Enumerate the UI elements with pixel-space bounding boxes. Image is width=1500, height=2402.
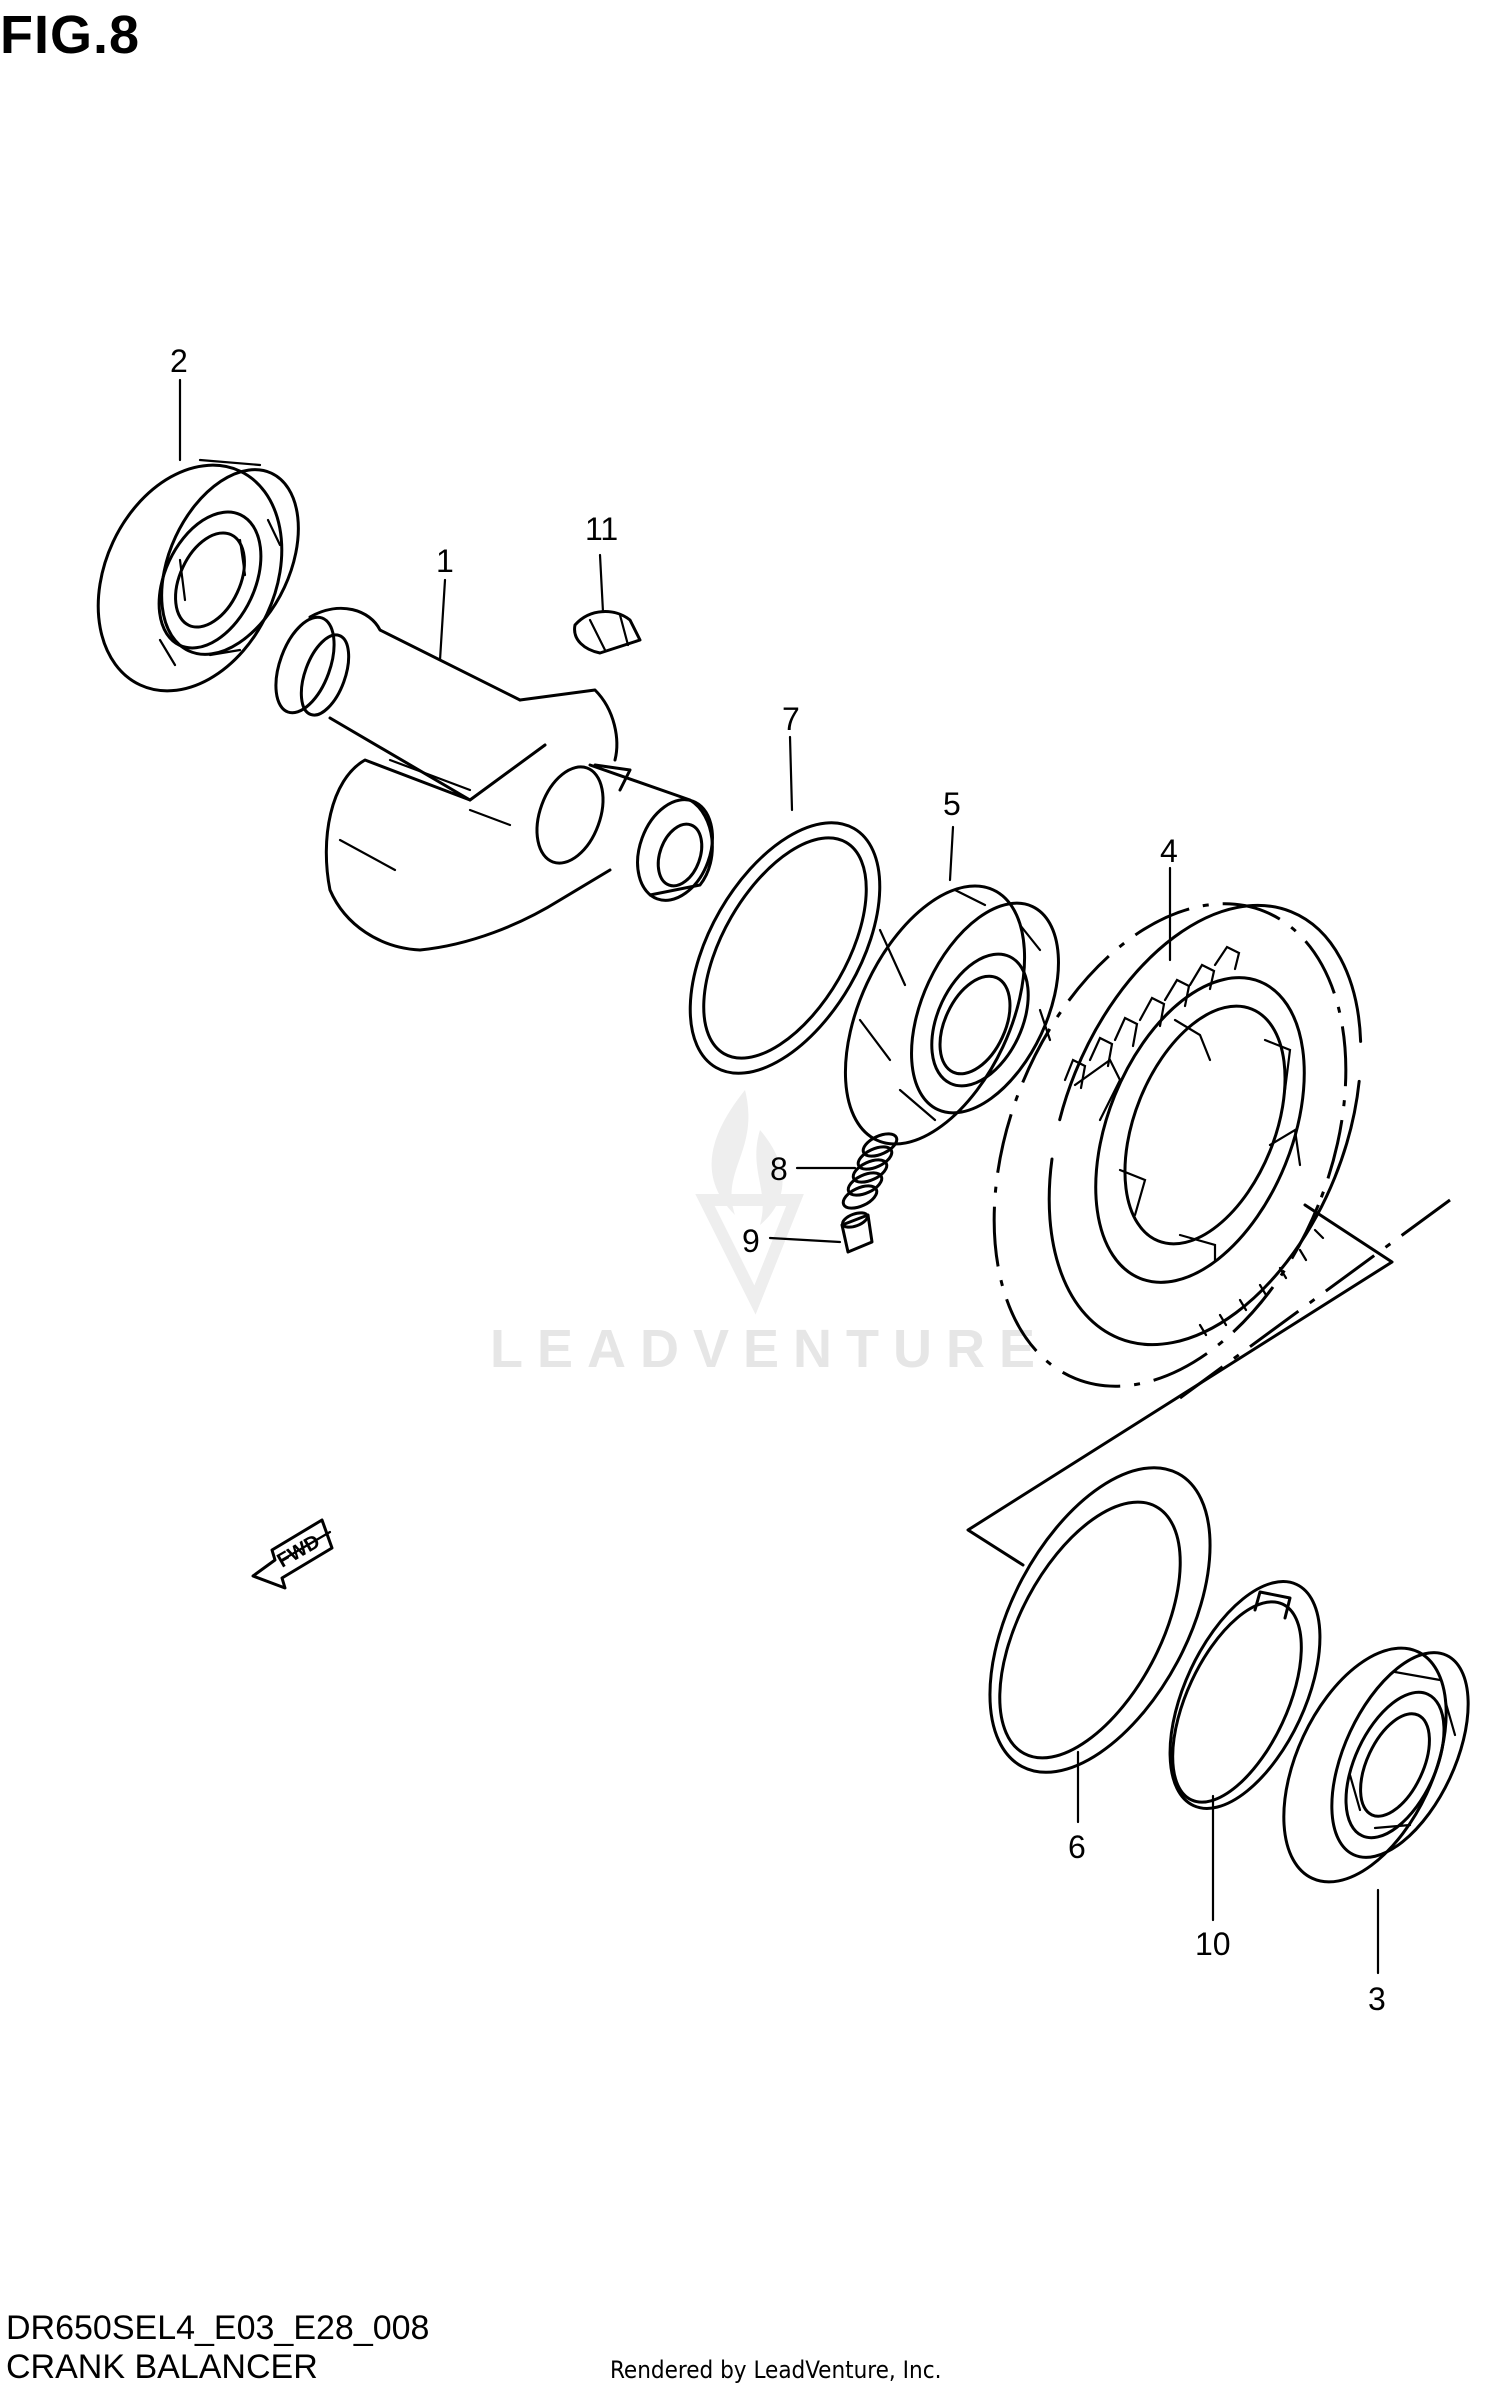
diagram-name: CRANK BALANCER [6,2348,318,2386]
callout-6: 6 [1068,1829,1086,1865]
part-2-bearing [96,458,300,693]
part-7-o-ring [688,821,882,1075]
part-8-spring [841,1132,899,1210]
callout-1: 1 [436,543,454,579]
callout-labels: 2 1 11 7 5 4 8 9 6 10 3 [170,343,1386,2017]
fwd-direction-arrow: FWD [251,1518,334,1590]
part-6-washer [988,1466,1212,1774]
part-5-damper-boss [843,884,1060,1146]
callout-3: 3 [1368,1981,1386,2017]
diagram-code: DR650SEL4_E03_E28_008 [6,2309,430,2347]
watermark-logo [695,1090,804,1315]
callout-5: 5 [943,786,961,822]
watermark-text: LEADVENTURE [490,1319,1050,1379]
part-3-bearing [1282,1646,1470,1884]
callout-7: 7 [782,701,800,737]
part-10-circlip [1168,1580,1322,1810]
part-1-balancer-shaft [274,606,714,952]
callout-8: 8 [770,1151,788,1187]
rendered-by-credit: Rendered by LeadVenture, Inc. [610,2356,942,2384]
part-9-pin [840,1211,874,1254]
fwd-label: FWD [274,1531,324,1573]
callout-2: 2 [170,343,188,379]
part-4-balancer-gear [992,902,1363,1388]
callout-11: 11 [585,511,618,547]
callout-4: 4 [1160,833,1178,869]
leader-lines [178,378,1380,1975]
callout-10: 10 [1195,1926,1231,1962]
figure-title: FIG.8 [0,5,141,65]
callout-9: 9 [742,1223,760,1259]
alignment-guide-lines [966,1198,1451,1567]
part-11-key [573,610,642,655]
